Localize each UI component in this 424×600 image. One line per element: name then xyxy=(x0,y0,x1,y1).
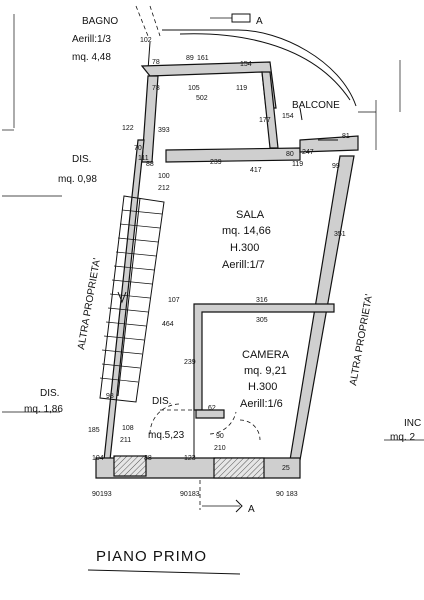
dim-161: 161 xyxy=(197,55,209,62)
dis-top-area: mq. 0,98 xyxy=(58,174,97,185)
dis-center-area: mq.5,23 xyxy=(148,430,185,441)
dim-88b: 88 xyxy=(144,455,152,462)
dim-104: 104 xyxy=(92,455,104,462)
bottom-hatched-blocks xyxy=(113,455,265,479)
sala-area: mq. 14,66 xyxy=(222,225,271,237)
dim-393: 393 xyxy=(158,127,170,134)
altra-proprieta-left: ALTRA PROPRIETA' xyxy=(76,257,103,350)
dim-316: 316 xyxy=(256,297,268,304)
dim-90b: 90 xyxy=(92,491,100,498)
dim-351: 351 xyxy=(334,231,346,238)
dim-210: 210 xyxy=(214,445,226,452)
dis-left-name: DIS. xyxy=(40,388,59,399)
altra-proprieta-right: ALTRA PROPRIETA' xyxy=(348,293,375,386)
dim-99: 99 xyxy=(332,163,340,170)
dim-119a: 119 xyxy=(236,85,247,92)
dim-62: 62 xyxy=(208,405,216,412)
dim-185: 185 xyxy=(88,427,100,434)
dim-70: 70 xyxy=(134,145,142,152)
camera-height: H.300 xyxy=(248,381,277,393)
dim-107: 107 xyxy=(168,297,180,304)
dim-108: 108 xyxy=(122,425,134,432)
dim-90c: 90 xyxy=(180,491,188,498)
camera-area: mq. 9,21 xyxy=(244,365,287,377)
dim-177: 177 xyxy=(259,117,271,124)
dim-502: 502 xyxy=(196,95,208,102)
page-title: PIANO PRIMO xyxy=(96,548,207,565)
dim-105: 105 xyxy=(188,85,200,92)
dim-239b: 239 xyxy=(184,359,196,366)
section-markers: A A xyxy=(199,13,263,515)
dim-417: 417 xyxy=(250,167,262,174)
bagno-aerill: Aerill:1/3 xyxy=(72,34,111,45)
sala-aerill: Aerill:1/7 xyxy=(222,259,265,271)
inc-label: INC xyxy=(404,418,421,429)
right-neighbor-fragments xyxy=(358,60,424,441)
section-a-top: A xyxy=(256,16,263,27)
dim-212: 212 xyxy=(158,185,170,192)
dim-100: 100 xyxy=(158,173,170,180)
dis-top-name: DIS. xyxy=(72,154,91,165)
dim-183a: 183 xyxy=(188,491,200,498)
dim-119b: 119 xyxy=(292,161,303,168)
dim-80: 80 xyxy=(286,151,294,158)
dim-247: 247 xyxy=(302,149,314,156)
dim-78a: 78 xyxy=(152,59,160,66)
dim-98: 98 xyxy=(106,393,114,400)
dim-89: 89 xyxy=(186,55,194,62)
mq2-label: mq. 2 xyxy=(390,432,415,443)
bagno-name: BAGNO xyxy=(82,16,118,27)
camera-walls xyxy=(160,303,335,458)
dim-122: 122 xyxy=(122,125,134,132)
dis-center-name: DIS. xyxy=(152,396,171,407)
dim-90d: 90 xyxy=(276,491,284,498)
dim-211: 211 xyxy=(120,437,131,444)
camera-name: CAMERA xyxy=(242,349,290,361)
dim-111: 111 xyxy=(138,155,149,162)
dim-154: 154 xyxy=(240,61,252,68)
left-edge-fragments xyxy=(2,5,161,413)
staircase xyxy=(99,195,165,403)
dim-183b: 183 xyxy=(286,491,298,498)
sala-name: SALA xyxy=(236,209,265,221)
dis-left-area: mq. 1,86 xyxy=(24,404,63,415)
dim-305: 305 xyxy=(256,317,268,324)
dim-81: 81 xyxy=(342,133,350,140)
dimension-labels: 78 89 161 154 78 105 119 502 154 393 122… xyxy=(88,37,350,498)
camera-aerill: Aerill:1/6 xyxy=(240,398,283,410)
dim-88: 88 xyxy=(146,161,154,168)
section-a-bottom: A xyxy=(248,504,255,515)
dim-239a: 239 xyxy=(210,159,222,166)
sala-height: H.300 xyxy=(230,242,259,254)
balcone-name: BALCONE xyxy=(292,100,340,111)
dim-464: 464 xyxy=(162,321,174,328)
dim-154v: 154 xyxy=(282,113,294,120)
dim-193: 193 xyxy=(100,491,112,498)
dim-90a: 90 xyxy=(216,433,224,440)
dim-78b: 78 xyxy=(152,85,160,92)
dim-123: 123 xyxy=(184,455,196,462)
bagno-area: mq. 4,48 xyxy=(72,52,111,63)
room-labels: BAGNO Aerill:1/3 mq. 4,48 BALCONE DIS. m… xyxy=(24,16,421,443)
dim-102: 102 xyxy=(140,37,152,44)
door-swings xyxy=(149,107,338,441)
dim-25: 25 xyxy=(282,465,290,472)
